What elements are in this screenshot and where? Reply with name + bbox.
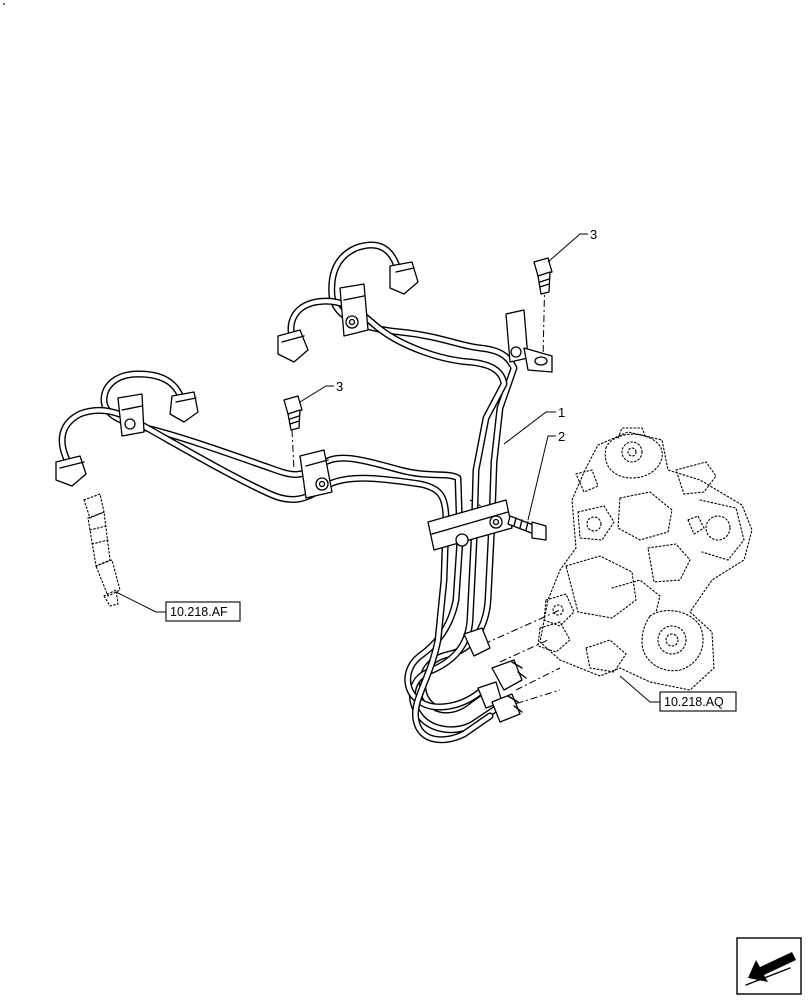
callout-3-upper-group: 3 <box>547 227 597 263</box>
injector-nut-front-right <box>169 391 199 423</box>
callout-1: 1 <box>558 405 565 420</box>
fuel-injection-pipes <box>58 241 518 744</box>
previous-page-arrow-icon[interactable] <box>736 937 802 995</box>
pump-fittings <box>463 627 527 723</box>
ref-pump-label[interactable]: 10.218.AQ <box>664 695 724 709</box>
injector-nut-rear-left <box>277 329 309 363</box>
injector-dotted <box>83 493 121 607</box>
ref-injector-group[interactable]: 10.218.AF <box>115 591 241 622</box>
pipe-clamp-front <box>117 393 145 437</box>
callout-3-upper: 3 <box>590 227 597 242</box>
screw-item-3-upper <box>533 257 553 295</box>
callout-3-lower-group: 3 <box>299 379 343 403</box>
callout-2-group: 2 <box>527 429 565 521</box>
corner-mark <box>3 3 5 5</box>
injector-nut-front-left <box>55 455 87 487</box>
pipe-bracket-upper <box>505 309 553 373</box>
pipe-clamp-lower <box>427 499 513 551</box>
injector-nut-rear-right <box>389 261 419 295</box>
screw-item-3-lower <box>283 395 303 431</box>
pipe-clamp-rear <box>339 283 369 337</box>
injection-pump-dotted <box>537 427 753 691</box>
ref-pump-group[interactable]: 10.218.AQ <box>619 675 737 712</box>
callout-1-group: 1 <box>503 405 565 445</box>
callout-3-lower: 3 <box>336 379 343 394</box>
pipe-clamp-middle <box>299 449 333 499</box>
ref-injector-label[interactable]: 10.218.AF <box>170 605 228 619</box>
screw-item-2 <box>507 515 547 541</box>
callout-2: 2 <box>558 429 565 444</box>
